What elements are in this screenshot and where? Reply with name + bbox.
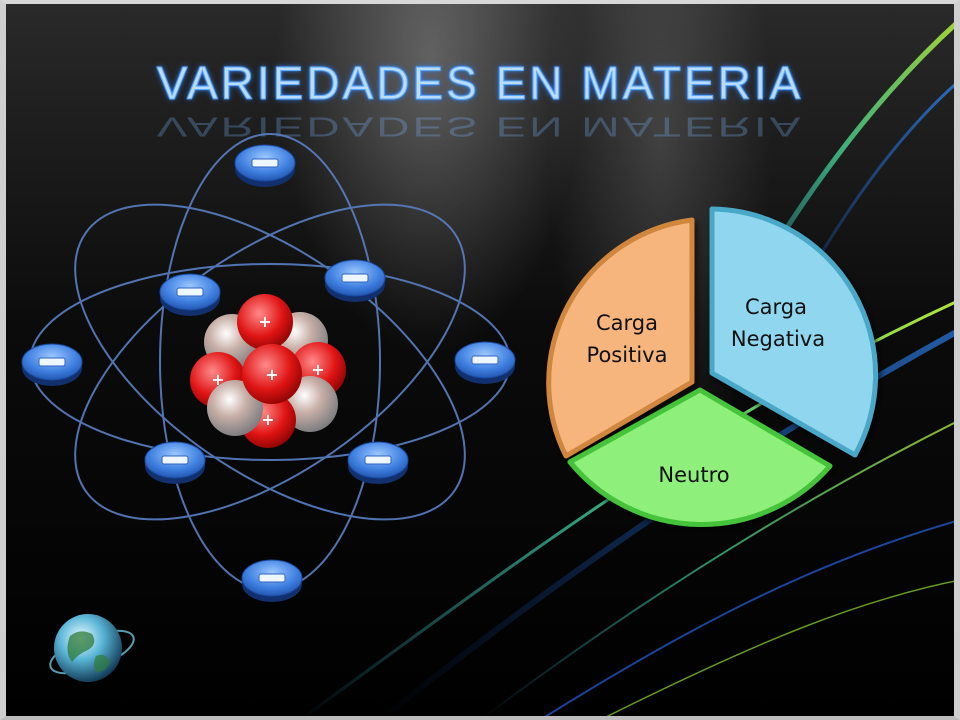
proton-sign: +: [258, 312, 271, 331]
proton-sign: +: [211, 370, 224, 389]
label-carga-negativa-line2: Negativa: [731, 327, 825, 351]
electron-sign: [341, 273, 369, 283]
proton: [237, 294, 293, 350]
proton-sign: +: [311, 360, 324, 379]
label-carga-positiva-line2: Positiva: [587, 343, 668, 367]
electron-sign: [258, 573, 286, 583]
electron-sign: [471, 355, 499, 365]
label-carga-negativa-line1: Carga: [745, 295, 807, 319]
electron: [234, 144, 296, 187]
electron-sign: [251, 158, 279, 168]
electron: [144, 441, 206, 484]
electron-sign: [176, 287, 204, 297]
electron: [241, 559, 303, 602]
segment-neutro: [567, 387, 833, 527]
proton-sign: +: [261, 410, 274, 429]
neutron: [207, 380, 263, 436]
slide-title: VARIEDADES EN MATERIA: [156, 57, 804, 110]
electron: [159, 273, 221, 316]
electron: [454, 341, 516, 384]
proton-sign: +: [265, 365, 278, 384]
nucleus: + + + + +: [190, 294, 346, 448]
electron: [347, 441, 409, 484]
electron-sign: [364, 455, 392, 465]
electron-sign: [161, 455, 189, 465]
label-carga-positiva-line1: Carga: [596, 311, 658, 335]
electrons: [21, 144, 516, 602]
electron-sign: [38, 357, 66, 367]
label-neutro: Neutro: [658, 463, 729, 487]
proton: [242, 344, 302, 404]
segment-carga-negativa: [709, 206, 879, 458]
electron: [21, 343, 83, 386]
segment-carga-positiva: [546, 217, 695, 459]
electron: [324, 259, 386, 302]
orbit-diagonal-b: [74, 203, 466, 521]
